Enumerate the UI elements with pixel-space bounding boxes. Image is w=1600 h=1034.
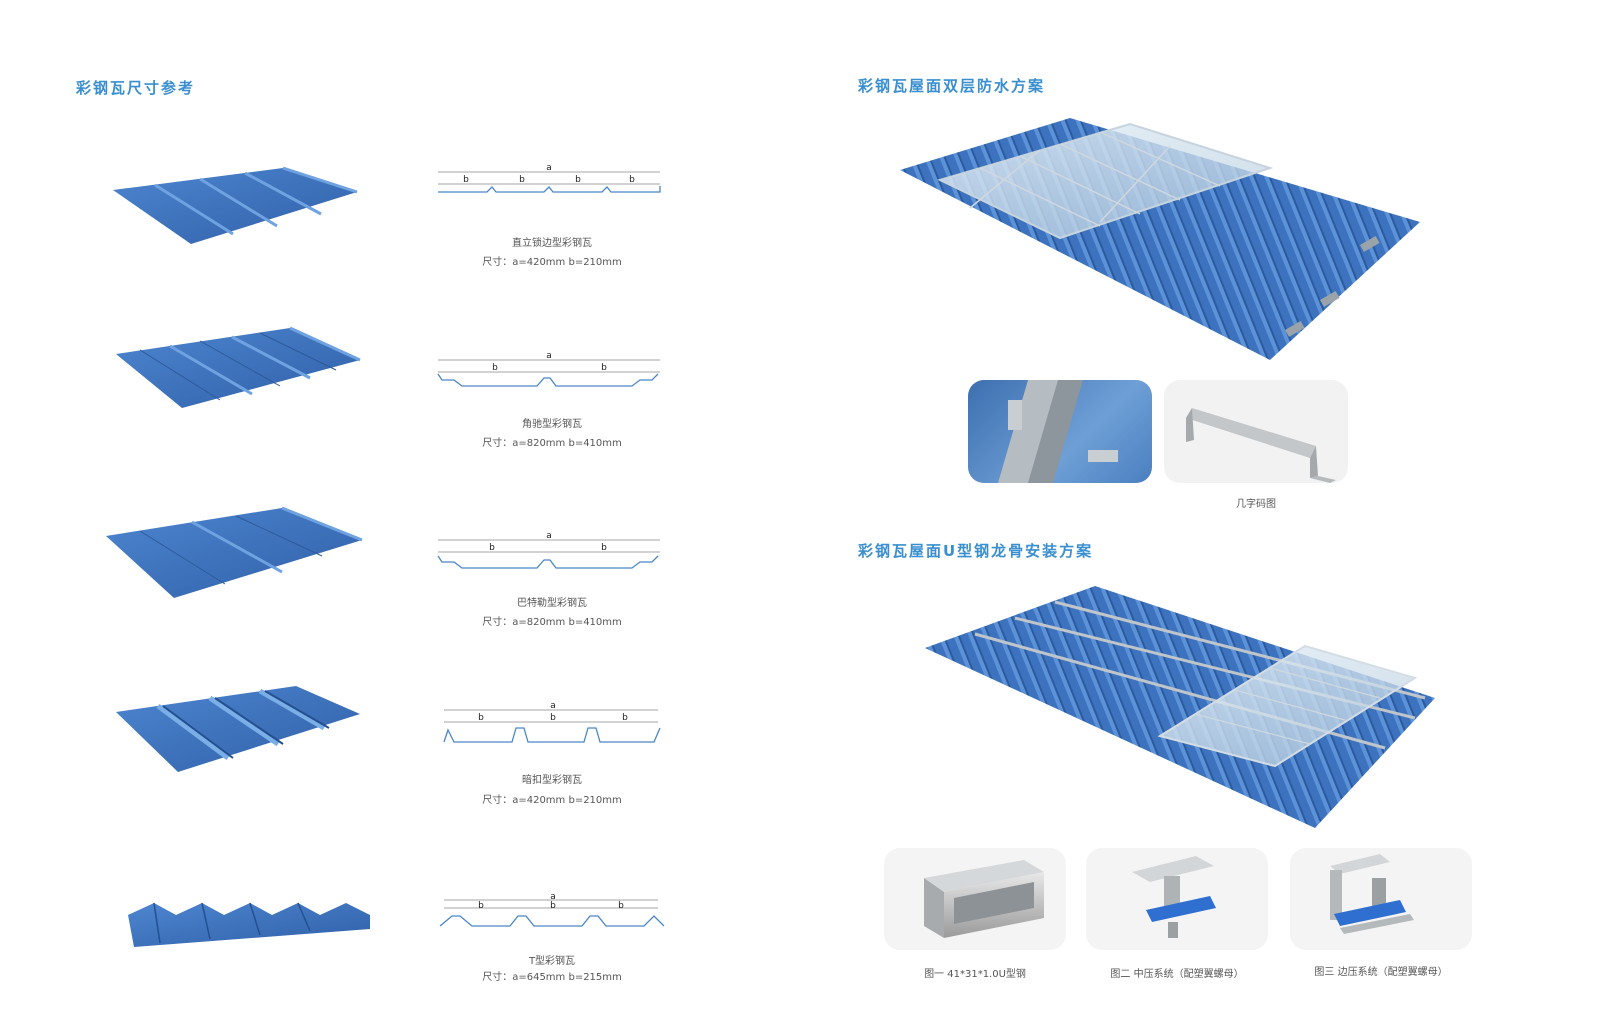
u-steel-photo — [884, 848, 1066, 950]
dim-b: b — [575, 175, 581, 185]
dim-b: b — [629, 175, 635, 185]
dim-b: b — [478, 901, 484, 911]
dim-b: b — [492, 363, 498, 373]
panel-image-concealed — [116, 686, 360, 772]
left-heading: 彩钢瓦尺寸参考 — [76, 79, 196, 97]
part-caption: 图一 41*31*1.0U型钢 — [924, 969, 1026, 980]
panel-image-t-type — [128, 902, 370, 947]
profile-diagram-standing-seam: a b b b b — [438, 163, 661, 193]
profile-name: 暗扣型彩钢瓦 — [522, 775, 582, 786]
profile-size: 尺寸：a=645mm b=215mm — [482, 972, 622, 983]
dim-b: b — [550, 713, 556, 723]
dim-a: a — [546, 531, 552, 541]
profile-name: 直立锁边型彩钢瓦 — [512, 238, 592, 249]
profile-name: 角驰型彩钢瓦 — [522, 419, 582, 430]
profile-diagram-t-type: a b b b — [439, 892, 665, 927]
u-steel-roof-image — [925, 586, 1435, 828]
profile-size: 尺寸：a=420mm b=210mm — [482, 257, 622, 268]
dim-b: b — [618, 901, 624, 911]
bracket-photo — [1164, 380, 1348, 483]
profile-name: T型彩钢瓦 — [528, 956, 576, 967]
bracket-caption: 几字码图 — [1236, 499, 1276, 510]
panel-image-angle-lock — [116, 326, 361, 408]
profile-size: 尺寸：a=420mm b=210mm — [482, 795, 622, 806]
profile-size: 尺寸：a=820mm b=410mm — [482, 617, 622, 628]
dim-b: b — [463, 175, 469, 185]
part-caption: 图三 边压系统（配塑翼螺母） — [1314, 967, 1448, 978]
dim-a: a — [546, 163, 552, 173]
profile-diagram-concealed: a b b b — [443, 701, 661, 743]
panel-image-butler — [106, 506, 363, 598]
dim-a: a — [550, 892, 556, 902]
part-caption: 图二 中压系统（配塑翼螺母） — [1110, 969, 1244, 980]
dim-b: b — [601, 543, 607, 553]
panel-image-standing-seam — [113, 166, 358, 244]
dim-b: b — [519, 175, 525, 185]
dim-a: a — [546, 351, 552, 361]
double-waterproof-roof-image — [900, 118, 1420, 360]
dim-b: b — [478, 713, 484, 723]
dim-b: b — [601, 363, 607, 373]
u-steel-heading: 彩钢瓦屋面U型钢龙骨安装方案 — [858, 542, 1094, 560]
middle-clamp-photo — [1086, 848, 1268, 950]
waterproof-heading: 彩钢瓦屋面双层防水方案 — [858, 77, 1046, 95]
end-clamp-photo — [1290, 848, 1472, 950]
profile-size: 尺寸：a=820mm b=410mm — [482, 438, 622, 449]
dim-b: b — [622, 713, 628, 723]
bracket-installed-photo — [968, 380, 1152, 483]
dim-b: b — [489, 543, 495, 553]
profile-diagram-butler: a b b — [437, 531, 660, 569]
dim-a: a — [550, 701, 556, 711]
profile-name: 巴特勒型彩钢瓦 — [517, 598, 587, 609]
profile-diagram-angle-lock: a b b — [437, 351, 660, 387]
dim-b: b — [550, 901, 556, 911]
